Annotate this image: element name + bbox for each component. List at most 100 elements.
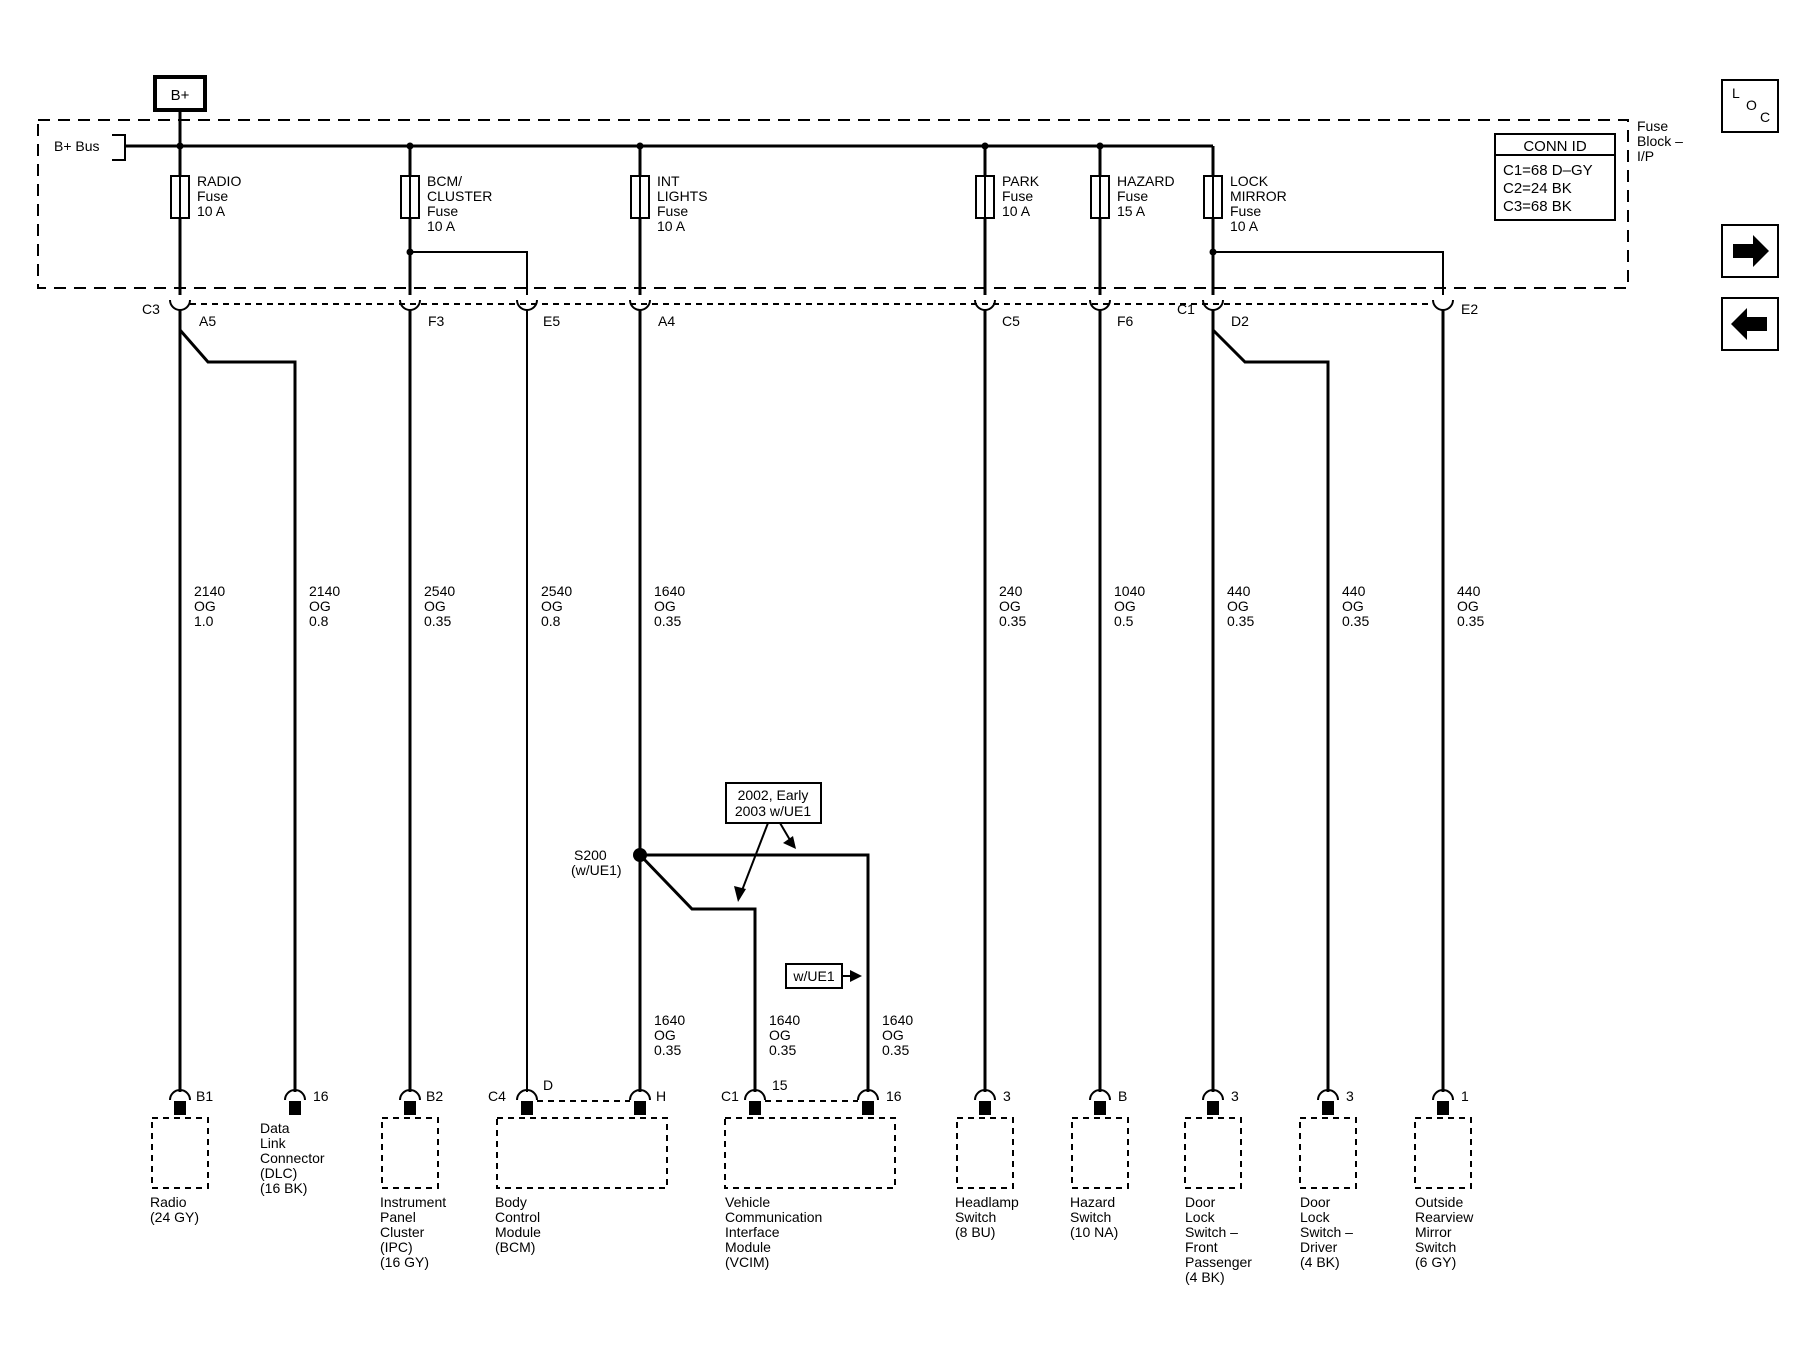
fuse-label: LIGHTS — [657, 188, 708, 204]
circuit-color: OG — [424, 598, 446, 614]
conn-id-row: C3=68 BK — [1503, 198, 1572, 215]
fuse-label: Fuse — [657, 203, 688, 219]
circuit-color: OG — [1457, 598, 1479, 614]
conn-id-title: CONN ID — [1523, 138, 1587, 155]
component-label: Lock — [1300, 1209, 1331, 1225]
component-label: Front — [1185, 1239, 1218, 1255]
fuse-bcm-cluster: BCM/ CLUSTER Fuse 10 A — [400, 142, 528, 295]
component-radio: B1 Radio (24 GY) — [150, 1088, 213, 1225]
component-label: Mirror — [1415, 1224, 1452, 1240]
pin-label: B2 — [426, 1088, 443, 1104]
next-button[interactable] — [1721, 224, 1779, 278]
component-label: Module — [495, 1224, 541, 1240]
fuse-label: Fuse — [1230, 203, 1261, 219]
component-label: (VCIM) — [725, 1254, 769, 1270]
circuit-color: OG — [654, 1027, 676, 1043]
option-label: w/UE1 — [792, 968, 834, 984]
component-mirror-switch: 1 Outside Rearview Mirror Switch (6 GY) — [1414, 1088, 1474, 1270]
fuse-lock-mirror: LOCK MIRROR Fuse 10 A — [1203, 146, 1444, 295]
connector-label: C1 — [721, 1088, 739, 1104]
pin-label: E2 — [1461, 301, 1478, 317]
circuit-number: 440 — [1227, 583, 1251, 599]
circuit-color: OG — [999, 598, 1021, 614]
circuit-number: 2140 — [309, 583, 340, 599]
circuit-gauge: 0.8 — [541, 613, 561, 629]
connector-label: C1 — [1177, 301, 1195, 317]
fuse-label: Fuse — [427, 203, 458, 219]
fuse-label: PARK — [1002, 173, 1040, 189]
circuit-gauge: 0.5 — [1114, 613, 1134, 629]
circuit-color: OG — [1114, 598, 1136, 614]
circuit-gauge: 0.35 — [654, 1042, 681, 1058]
component-label: Switch — [1070, 1209, 1111, 1225]
circuit-number: 240 — [999, 583, 1023, 599]
pin-label: H — [656, 1088, 666, 1104]
component-label: (24 GY) — [150, 1209, 199, 1225]
fuse-label: 10 A — [197, 203, 226, 219]
pin-label: A4 — [658, 313, 675, 329]
pin-label: 3 — [1003, 1088, 1011, 1104]
component-label: Switch — [955, 1209, 996, 1225]
fuse-label: Fuse — [197, 188, 228, 204]
component-label: Body — [495, 1194, 527, 1210]
circuit-color: OG — [769, 1027, 791, 1043]
circuit-color: OG — [882, 1027, 904, 1043]
loc-letter: C — [1760, 109, 1770, 125]
circuit-gauge: 0.35 — [1227, 613, 1254, 629]
fuse-radio: RADIO Fuse 10 A — [170, 142, 241, 295]
fuse-hazard: HAZARD Fuse 15 A — [1090, 142, 1175, 295]
fuse-label: HAZARD — [1117, 173, 1175, 189]
fuse-label: MIRROR — [1230, 188, 1287, 204]
circuit-number: 440 — [1342, 583, 1366, 599]
b-plus-label: B+ — [171, 87, 190, 104]
circuit-gauge: 0.35 — [1457, 613, 1484, 629]
pin-label: F3 — [428, 313, 445, 329]
component-label: (BCM) — [495, 1239, 535, 1255]
pin-label: 15 — [772, 1077, 788, 1093]
component-label: Connector — [260, 1150, 325, 1166]
component-label: (8 BU) — [955, 1224, 995, 1240]
circuit-number: 2540 — [424, 583, 455, 599]
pin-label: 1 — [1461, 1088, 1469, 1104]
circuit-color: OG — [1227, 598, 1249, 614]
connector-label: C4 — [488, 1088, 506, 1104]
circuit-color: OG — [654, 598, 676, 614]
pin-label: 3 — [1346, 1088, 1354, 1104]
fuse-block: B+ Bus Fuse Block – I/P — [37, 118, 1683, 289]
component-door-lock-switch-passenger: 3 Door Lock Switch – Front Passenger (4 … — [1184, 1088, 1252, 1285]
component-label: (DLC) — [260, 1165, 297, 1181]
component-label: Door — [1300, 1194, 1331, 1210]
circuit-number: 1040 — [1114, 583, 1145, 599]
circuit-color: OG — [309, 598, 331, 614]
prev-button[interactable] — [1721, 297, 1779, 351]
power-source: B+ — [153, 75, 207, 146]
bus-label: B+ Bus — [54, 138, 100, 154]
fuse-park: PARK Fuse 10 A — [975, 142, 1040, 295]
loc-button[interactable]: L O C — [1721, 79, 1779, 133]
pin-label: 3 — [1231, 1088, 1239, 1104]
fuse-label: 10 A — [427, 218, 456, 234]
component-dlc: 16 Data Link Connector (DLC) (16 BK) — [260, 1088, 329, 1196]
conn-id-row: C2=24 BK — [1503, 180, 1572, 197]
pin-label: A5 — [199, 313, 216, 329]
component-label: Data — [260, 1120, 290, 1136]
fuse-block-connectors: C3 A5 F3 E5 A4 C5 F6 C1 D2 E2 — [142, 299, 1478, 329]
component-label: Module — [725, 1239, 771, 1255]
pin-label: E5 — [543, 313, 560, 329]
note-line: 2003 w/UE1 — [735, 803, 811, 819]
component-label: Switch — [1415, 1239, 1456, 1255]
circuit-number: 1640 — [654, 1012, 685, 1028]
fuse-label: CLUSTER — [427, 188, 492, 204]
arrow-left-icon — [1731, 308, 1767, 340]
component-label: (6 GY) — [1415, 1254, 1456, 1270]
component-ipc: B2 Instrument Panel Cluster (IPC) (16 GY… — [380, 1088, 446, 1270]
fuse-label: Fuse — [1002, 188, 1033, 204]
component-label: Door — [1185, 1194, 1216, 1210]
component-label: Rearview — [1415, 1209, 1474, 1225]
component-label: Driver — [1300, 1239, 1338, 1255]
component-bcm: C4 D H Body Control Module (BCM) — [488, 1077, 668, 1255]
component-label: (16 GY) — [380, 1254, 429, 1270]
pin-label: C5 — [1002, 313, 1020, 329]
component-label: Link — [260, 1135, 287, 1151]
